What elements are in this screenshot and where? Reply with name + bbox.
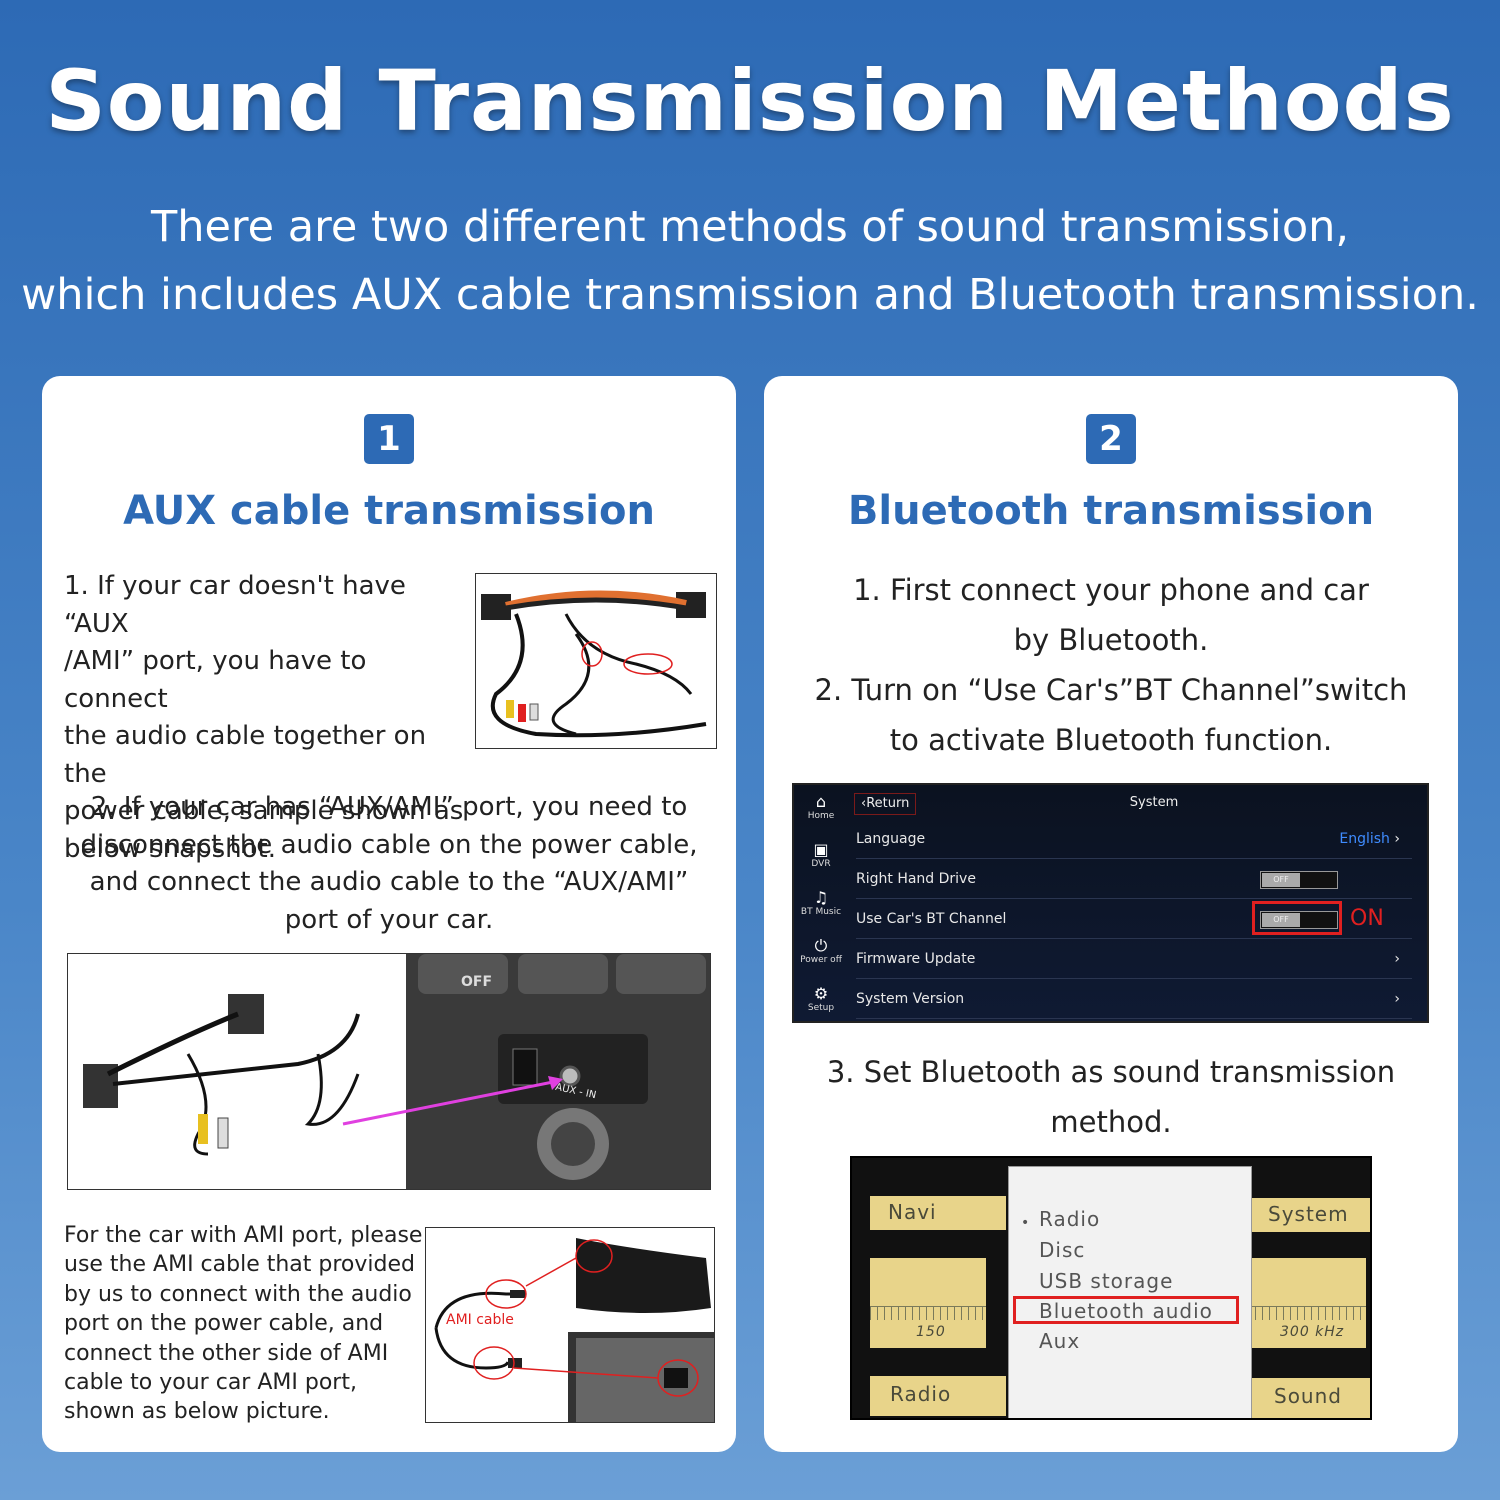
setting-row-use-car-bt-channel: Use Car's BT Channel OFF ON — [856, 899, 1412, 939]
chevron-right-icon: › — [1394, 831, 1400, 847]
setting-row-language[interactable]: Language English › — [856, 819, 1412, 859]
bt-channel-toggle[interactable]: OFF — [1260, 911, 1338, 929]
screen-title: System — [1129, 795, 1179, 810]
camera-icon: ▣ — [813, 840, 829, 859]
aux-paragraph-2: 2. If your car has “AUX/AMI” port, you n… — [80, 792, 698, 935]
right-hand-drive-toggle[interactable]: OFF — [1260, 871, 1338, 889]
on-annotation: ON — [1350, 906, 1384, 931]
bluetooth-steps: 1. First connect your phone and car by B… — [814, 573, 1408, 757]
chevron-left-icon: ‹ — [861, 796, 867, 811]
highlight-box — [1252, 901, 1342, 935]
subtitle-line-1: There are two different methods of sound… — [150, 202, 1350, 252]
setting-row-right-hand-drive: Right Hand Drive OFF — [856, 859, 1412, 899]
freq-right-label: 300 kHz — [1280, 1324, 1345, 1340]
aux-paragraph-1: 1. If your car doesn't have “AUX /AMI” p… — [64, 571, 464, 864]
menu-item-radio[interactable]: Radio — [1039, 1207, 1101, 1231]
gear-icon: ⚙ — [813, 984, 829, 1003]
scale-ticks — [870, 1306, 986, 1320]
subtitle-line-2: which includes AUX cable transmission an… — [21, 270, 1479, 320]
sound-button[interactable]: Sound — [1246, 1378, 1370, 1418]
scale-ticks — [1248, 1306, 1366, 1320]
sidebar-item-dvr[interactable]: ▣DVR — [794, 840, 848, 870]
radio-button[interactable]: Radio — [870, 1376, 1006, 1416]
sidebar-item-power-off[interactable]: ⏻Power off — [794, 936, 848, 966]
chevron-right-icon: › — [1394, 991, 1400, 1007]
menu-item-bluetooth-audio[interactable]: Bluetooth audio — [1039, 1299, 1213, 1323]
right-frequency-scale: 300 kHz — [1248, 1258, 1366, 1348]
setting-row-firmware-update[interactable]: Firmware Update › — [856, 939, 1412, 979]
power-icon: ⏻ — [814, 936, 828, 955]
menu-item-usb-storage[interactable]: USB storage — [1039, 1269, 1174, 1293]
aux-card: 1 AUX cable transmission 1. If your car … — [42, 376, 736, 1452]
settings-sidebar: ⌂Home ▣DVR ♫BT Music ⏻Power off ⚙Setup — [794, 785, 848, 1021]
step-number-badge: 2 — [1086, 414, 1136, 464]
aux-port-photo: OFF AUX - IN — [67, 953, 711, 1190]
page-title: Sound Transmission Methods — [45, 52, 1455, 150]
highlight-box — [1013, 1296, 1239, 1324]
chevron-right-icon: › — [1394, 951, 1400, 967]
menu-item-disc[interactable]: Disc — [1039, 1238, 1086, 1262]
navi-button[interactable]: Navi — [870, 1196, 1006, 1230]
left-frequency-scale: 150 — [870, 1258, 986, 1348]
bluetooth-card: 2 Bluetooth transmission 1. First connec… — [764, 376, 1458, 1452]
return-button[interactable]: ‹Return — [854, 793, 917, 815]
aux-title: AUX cable transmission — [123, 488, 655, 534]
menu-item-aux[interactable]: Aux — [1039, 1329, 1081, 1353]
source-menu: • Radio Disc USB storage Bluetooth audio… — [1008, 1166, 1252, 1418]
aux-paragraph-3: For the car with AMI port, please use th… — [64, 1223, 423, 1425]
radio-source-menu-screen: Navi 150 Radio System 300 kHz Sound • Ra… — [850, 1156, 1372, 1420]
language-value: English › — [1339, 831, 1400, 847]
sidebar-item-setup[interactable]: ⚙Setup — [794, 984, 848, 1014]
bluetooth-step-3: 3. Set Bluetooth as sound transmission m… — [826, 1055, 1396, 1139]
freq-left-label: 150 — [916, 1324, 946, 1340]
step-number-badge: 1 — [364, 414, 414, 464]
ami-cable-label: AMI cable — [446, 1312, 514, 1328]
sidebar-item-home[interactable]: ⌂Home — [794, 792, 848, 822]
ami-cable-photo: AMI cable — [425, 1227, 715, 1423]
power-cable-photo — [475, 573, 717, 749]
music-icon: ♫ — [813, 888, 829, 907]
bluetooth-title: Bluetooth transmission — [847, 488, 1375, 534]
system-settings-screen: ⌂Home ▣DVR ♫BT Music ⏻Power off ⚙Setup ‹… — [792, 783, 1429, 1023]
setting-row-system-version[interactable]: System Version › — [856, 979, 1412, 1019]
off-button-label: OFF — [461, 974, 493, 990]
sidebar-item-bt-music[interactable]: ♫BT Music — [794, 888, 848, 918]
selected-dot: • — [1021, 1215, 1030, 1231]
home-icon: ⌂ — [815, 792, 827, 811]
system-button[interactable]: System — [1252, 1198, 1370, 1232]
